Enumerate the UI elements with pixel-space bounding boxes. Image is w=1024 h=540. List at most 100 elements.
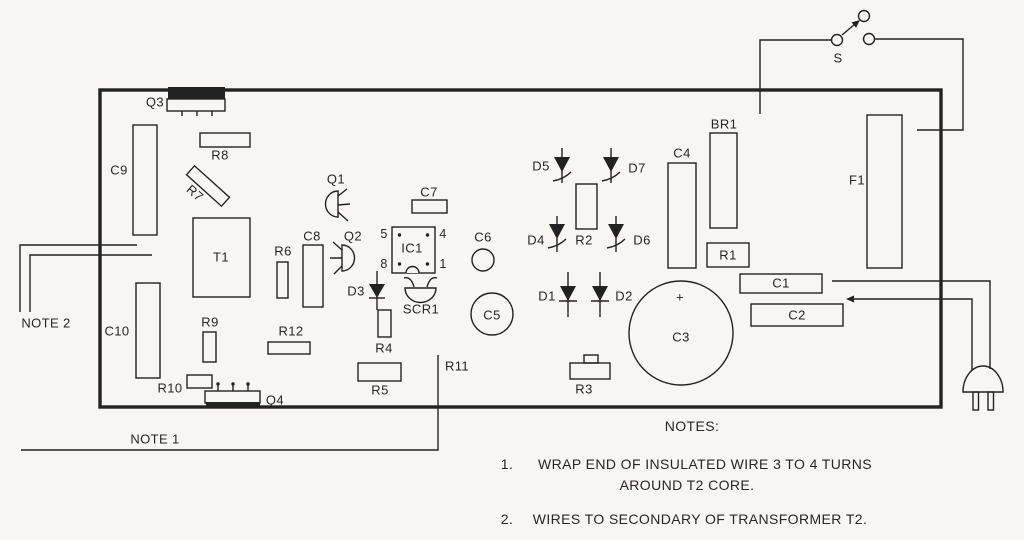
- switch-terminal-left: [830, 33, 844, 47]
- c5-capacitor: [470, 292, 514, 336]
- label-switch-s: S: [833, 50, 843, 66]
- label-ic1-pin8: 8: [380, 257, 388, 271]
- d5-diode-triangle: [554, 157, 570, 172]
- c3-capacitor: [628, 280, 734, 386]
- label-q4: Q4: [265, 392, 285, 408]
- c6-capacitor: [471, 248, 495, 272]
- label-q3: Q3: [145, 94, 165, 110]
- label-q2: Q2: [343, 228, 363, 244]
- scr1-leads: [403, 277, 438, 288]
- note1-line2: AROUND T2 CORE.: [619, 477, 755, 493]
- label-c2: C2: [788, 307, 806, 323]
- label-br1: BR1: [710, 116, 738, 132]
- d7-diode-cathode: [601, 171, 621, 182]
- label-note2-callout: NOTE 2: [21, 315, 71, 331]
- r1-resistor: [706, 242, 750, 268]
- label-d3: D3: [347, 283, 365, 299]
- label-d6: D6: [633, 232, 651, 248]
- board-outline: [98, 88, 943, 409]
- d4-diode-triangle: [549, 224, 565, 239]
- plug-wire-top: [832, 280, 991, 369]
- switch-lever-arrowhead-icon: [851, 20, 860, 28]
- note2-line1: WIRES TO SECONDARY OF TRANSFORMER T2.: [532, 511, 868, 527]
- ic1-corner-dot: [425, 233, 430, 237]
- label-t1: T1: [213, 249, 229, 265]
- note2-number: 2.: [500, 511, 514, 527]
- r7-resistor: [185, 164, 231, 208]
- r6-resistor: [276, 261, 289, 299]
- label-c7: C7: [420, 184, 438, 200]
- q1-transistor-leads: [337, 188, 351, 222]
- label-c8: C8: [303, 228, 321, 244]
- r5-resistor: [357, 362, 402, 382]
- label-r5: R5: [371, 382, 389, 398]
- label-q1: Q1: [326, 171, 346, 187]
- r4-resistor: [377, 309, 392, 338]
- note2-wire-upper: [19, 244, 137, 312]
- label-c6: C6: [474, 229, 492, 245]
- r12-resistor: [267, 341, 311, 355]
- t1-transformer: [192, 217, 251, 298]
- ac-plug-prong-right: [987, 391, 995, 411]
- label-r2: R2: [575, 232, 593, 248]
- label-scr1: SCR1: [402, 301, 440, 317]
- note1-number: 1.: [500, 456, 514, 472]
- label-r3: R3: [575, 381, 593, 397]
- ic1-corner-dot: [425, 262, 430, 266]
- q2-transistor-leads: [330, 241, 343, 275]
- label-c10: C10: [104, 323, 130, 339]
- c2-capacitor: [750, 303, 844, 327]
- r9-resistor: [202, 331, 217, 363]
- ic1-notch: [405, 265, 420, 274]
- c1-capacitor: [739, 273, 823, 294]
- scr1-body: [404, 287, 437, 304]
- label-ic1-pin5: 5: [380, 227, 388, 241]
- label-r1: R1: [719, 247, 737, 263]
- label-d4: D4: [527, 232, 545, 248]
- d5-diode-cathode: [552, 171, 572, 182]
- plug-wire-bottom: [853, 298, 973, 371]
- c4-capacitor: [667, 162, 697, 269]
- ic1-corner-dot: [397, 262, 402, 266]
- label-note1-callout: NOTE 1: [130, 431, 180, 447]
- label-d1: D1: [538, 288, 556, 304]
- label-c3-polarity: +: [676, 289, 684, 305]
- f1-fuse: [866, 114, 903, 269]
- notes-heading: NOTES:: [664, 418, 720, 434]
- q4-leg-pin: [231, 382, 235, 386]
- r2-resistor: [575, 183, 598, 230]
- r10-resistor: [186, 374, 213, 389]
- label-ic1: IC1: [401, 240, 423, 256]
- c9-capacitor: [132, 124, 158, 236]
- d2-diode-triangle: [592, 286, 608, 301]
- d7-diode-triangle: [603, 157, 619, 172]
- note2-wire-lower: [29, 254, 152, 312]
- q4-leg-pin: [246, 382, 250, 386]
- d3-diode-triangle: [369, 284, 385, 298]
- switch-terminal-right: [862, 32, 876, 46]
- label-d2: D2: [615, 288, 633, 304]
- q3-transistor-body: [166, 98, 226, 112]
- ic1-corner-dot: [397, 233, 402, 237]
- label-r9: R9: [201, 314, 219, 330]
- c7-capacitor: [411, 199, 448, 214]
- r3-resistor-tab: [583, 354, 599, 364]
- d4-diode-cathode: [547, 238, 567, 249]
- label-r4: R4: [375, 340, 393, 356]
- q3-transistor-tab: [168, 87, 225, 99]
- label-r10: R10: [157, 380, 183, 396]
- label-c5: C5: [483, 307, 501, 323]
- q4-transistor-tab: [206, 402, 260, 408]
- label-c1: C1: [772, 275, 790, 291]
- note1-wire-r11: [21, 355, 439, 451]
- q1-transistor-body: [324, 190, 339, 218]
- label-d5: D5: [532, 158, 550, 174]
- ac-plug-body: [962, 365, 1004, 393]
- label-c4: C4: [673, 145, 691, 161]
- label-c9: C9: [110, 162, 128, 178]
- label-r12: R12: [278, 323, 304, 339]
- c8-capacitor: [302, 244, 324, 308]
- r8-resistor: [199, 132, 251, 148]
